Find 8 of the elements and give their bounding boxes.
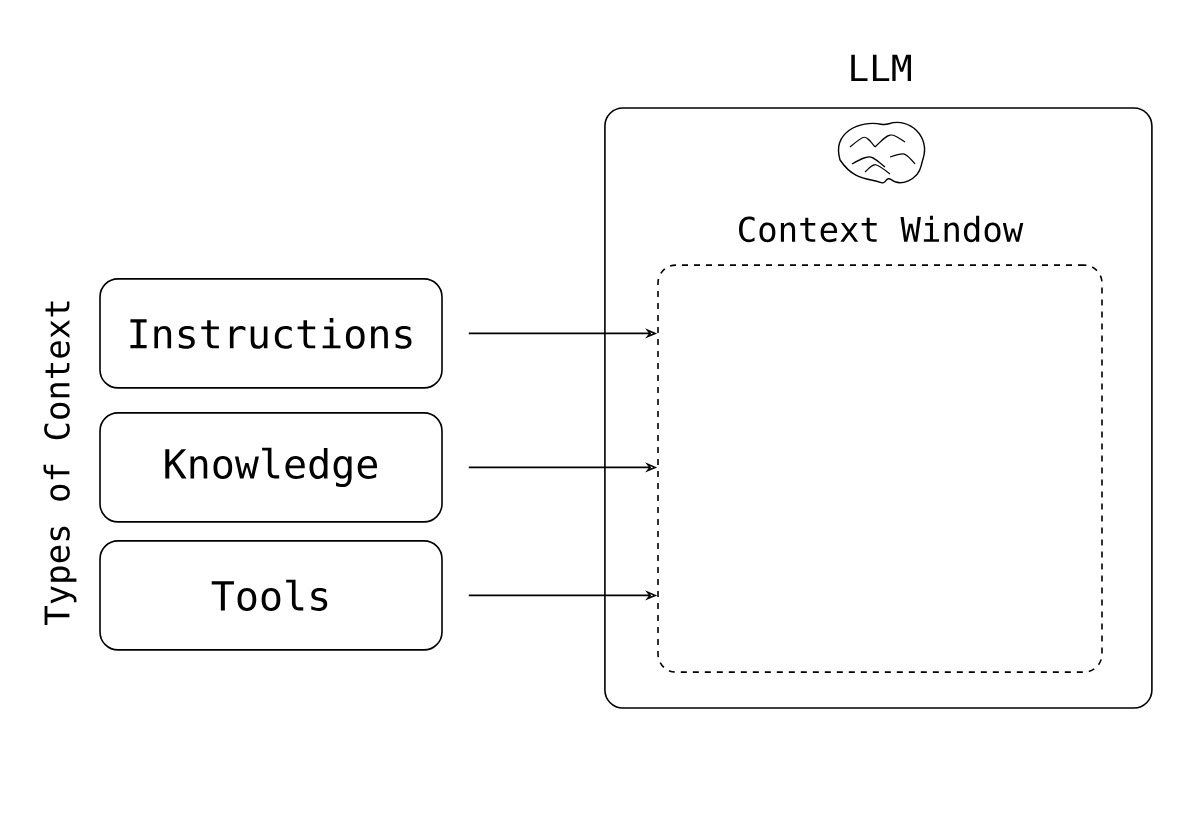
side-label: Types of Context	[43, 301, 77, 625]
container-box	[604, 107, 1153, 709]
box-heading: Context Window	[739, 215, 1024, 243]
box-heading: LLM	[851, 54, 911, 82]
context-type-box: Knowledge	[99, 412, 443, 523]
context-type-box: Instructions	[99, 278, 443, 389]
context-type-box: Tools	[99, 540, 443, 651]
window-box	[657, 264, 1103, 673]
